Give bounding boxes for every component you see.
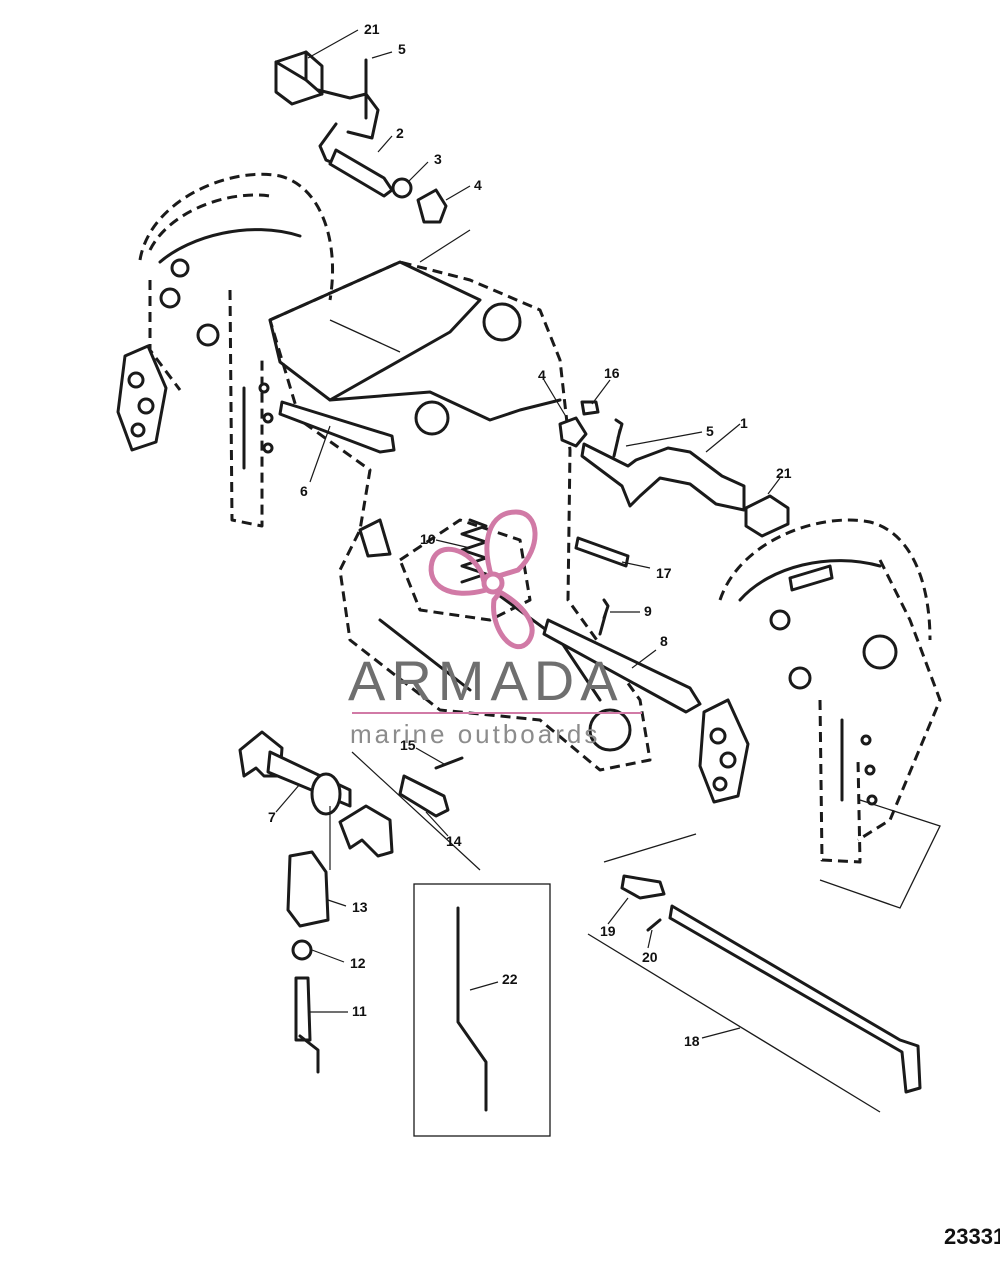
- part-12-nut: [291, 939, 313, 961]
- callout-6: 6: [300, 483, 308, 499]
- callout-1: 1: [740, 415, 748, 431]
- part-20-screw: [646, 918, 662, 932]
- callout-5-top: 5: [398, 41, 406, 57]
- leader-lines: [275, 29, 781, 1039]
- callout-13: 13: [352, 899, 368, 915]
- callout-18: 18: [684, 1033, 700, 1049]
- part-3-washer: [391, 177, 413, 199]
- part-8-tilt-pin: [542, 618, 702, 714]
- part-4-bushing-right: [558, 416, 588, 448]
- right-clamp-bracket: [698, 518, 942, 909]
- callout-14: 14: [446, 833, 462, 849]
- part-7-tilt-lock-lever: [238, 730, 394, 858]
- callout-7: 7: [268, 809, 276, 825]
- part-1-tilt-lever: [580, 442, 746, 512]
- callout-3: 3: [434, 151, 442, 167]
- callout-2: 2: [396, 125, 404, 141]
- part-9-cotter-pin: [598, 598, 610, 636]
- part-14-pin: [398, 774, 450, 818]
- part-22-link-rod-box: [413, 883, 551, 1137]
- callout-17: 17: [656, 565, 672, 581]
- part-19-handle: [620, 874, 666, 900]
- callout-20: 20: [642, 949, 658, 965]
- callout-15: 15: [400, 737, 416, 753]
- callout-19: 19: [600, 923, 616, 939]
- callout-9: 9: [644, 603, 652, 619]
- left-clamp-bracket: [116, 172, 335, 528]
- part-13-clevis: [286, 850, 330, 928]
- swivel-bracket: [268, 260, 652, 772]
- part-15-cotter-pin: [434, 756, 464, 770]
- part-18-tilt-rod: [587, 833, 922, 1113]
- part-17-pin: [574, 536, 630, 568]
- part-4-bushing-top: [416, 188, 448, 224]
- part-5-cotter-pin-right: [612, 418, 624, 458]
- callout-12: 12: [350, 955, 366, 971]
- part-6-pivot-pin: [278, 400, 396, 454]
- callout-10: 10: [420, 531, 436, 547]
- callout-4-top: 4: [474, 177, 482, 193]
- watermark-divider: [352, 712, 642, 714]
- watermark-propeller-icon: [428, 509, 538, 650]
- callout-4-right: 4: [538, 367, 546, 383]
- part-2-tilt-lever: [316, 58, 394, 198]
- callout-8: 8: [660, 633, 668, 649]
- callout-labels: 21 5 2 3 4 16 4 5 1 21 6 10 17 9 8 15 7 …: [268, 21, 792, 1049]
- callout-22: 22: [502, 971, 518, 987]
- callout-5-right: 5: [706, 423, 714, 439]
- callout-16: 16: [604, 365, 620, 381]
- callout-21-top: 21: [364, 21, 380, 37]
- part-21-right-knob: [744, 494, 790, 538]
- watermark-tagline: marine outboards: [350, 719, 601, 749]
- callout-21-right: 21: [776, 465, 792, 481]
- figure-number: 23331: [944, 1224, 1000, 1249]
- callout-11: 11: [352, 1003, 367, 1019]
- part-11-threaded-rod: [294, 976, 320, 1074]
- watermark-logo-name: ARMADA: [348, 649, 624, 712]
- part-21-top-knob: [274, 50, 324, 106]
- part-16-screw: [580, 400, 600, 416]
